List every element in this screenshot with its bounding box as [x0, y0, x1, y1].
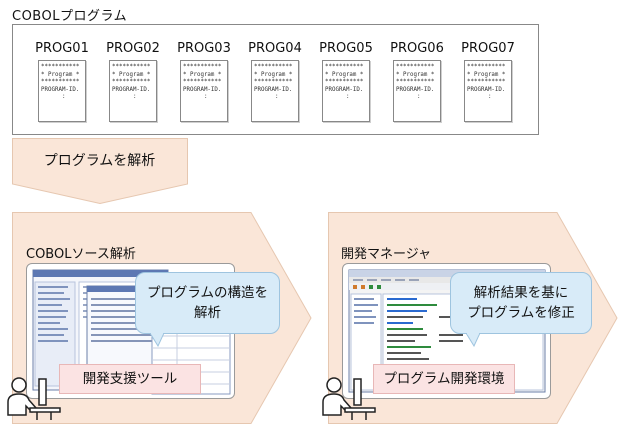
- program-document: ************ Program ************PROGRAM…: [322, 60, 370, 122]
- callout-pointer: [466, 333, 481, 347]
- analyze-step-label: プログラムを解析: [43, 153, 156, 169]
- program-document: ************ Program ************PROGRAM…: [38, 60, 86, 122]
- program-name: PROG06: [390, 41, 444, 56]
- callout-pointer: [150, 333, 165, 347]
- program-document: ************ Program ************PROGRAM…: [109, 60, 157, 122]
- program-document: ************ Program ************PROGRAM…: [464, 60, 512, 122]
- down-arrow-shape: [12, 138, 188, 204]
- program-name: PROG03: [177, 41, 231, 56]
- right-section-title: 開発マネージャ: [341, 247, 432, 262]
- cobol-programs-box: PROG01 PROG02 PROG03 PROG04 PROG05 PROG0…: [12, 24, 539, 135]
- left-section-title: COBOLソース解析: [26, 247, 136, 262]
- user-at-pc-icon: [7, 377, 61, 420]
- program-name: PROG04: [248, 41, 302, 56]
- analyze-structure-callout: プログラムの構造を解析: [135, 272, 280, 334]
- user-at-pc-icon: [322, 377, 376, 420]
- program-name: PROG02: [106, 41, 160, 56]
- dev-support-tool-label: 開発支援ツール: [59, 364, 201, 394]
- program-document: ************ Program ************PROGRAM…: [251, 60, 299, 122]
- program-name: PROG07: [461, 41, 515, 56]
- modify-program-callout: 解析結果を基にプログラムを修正: [450, 272, 592, 334]
- program-document: ************ Program ************PROGRAM…: [180, 60, 228, 122]
- program-name: PROG01: [35, 41, 89, 56]
- program-document: ************ Program ************PROGRAM…: [393, 60, 441, 122]
- cobol-programs-title: COBOLプログラム: [12, 9, 128, 24]
- program-dev-env-label: プログラム開発環境: [373, 364, 515, 394]
- program-name: PROG05: [319, 41, 373, 56]
